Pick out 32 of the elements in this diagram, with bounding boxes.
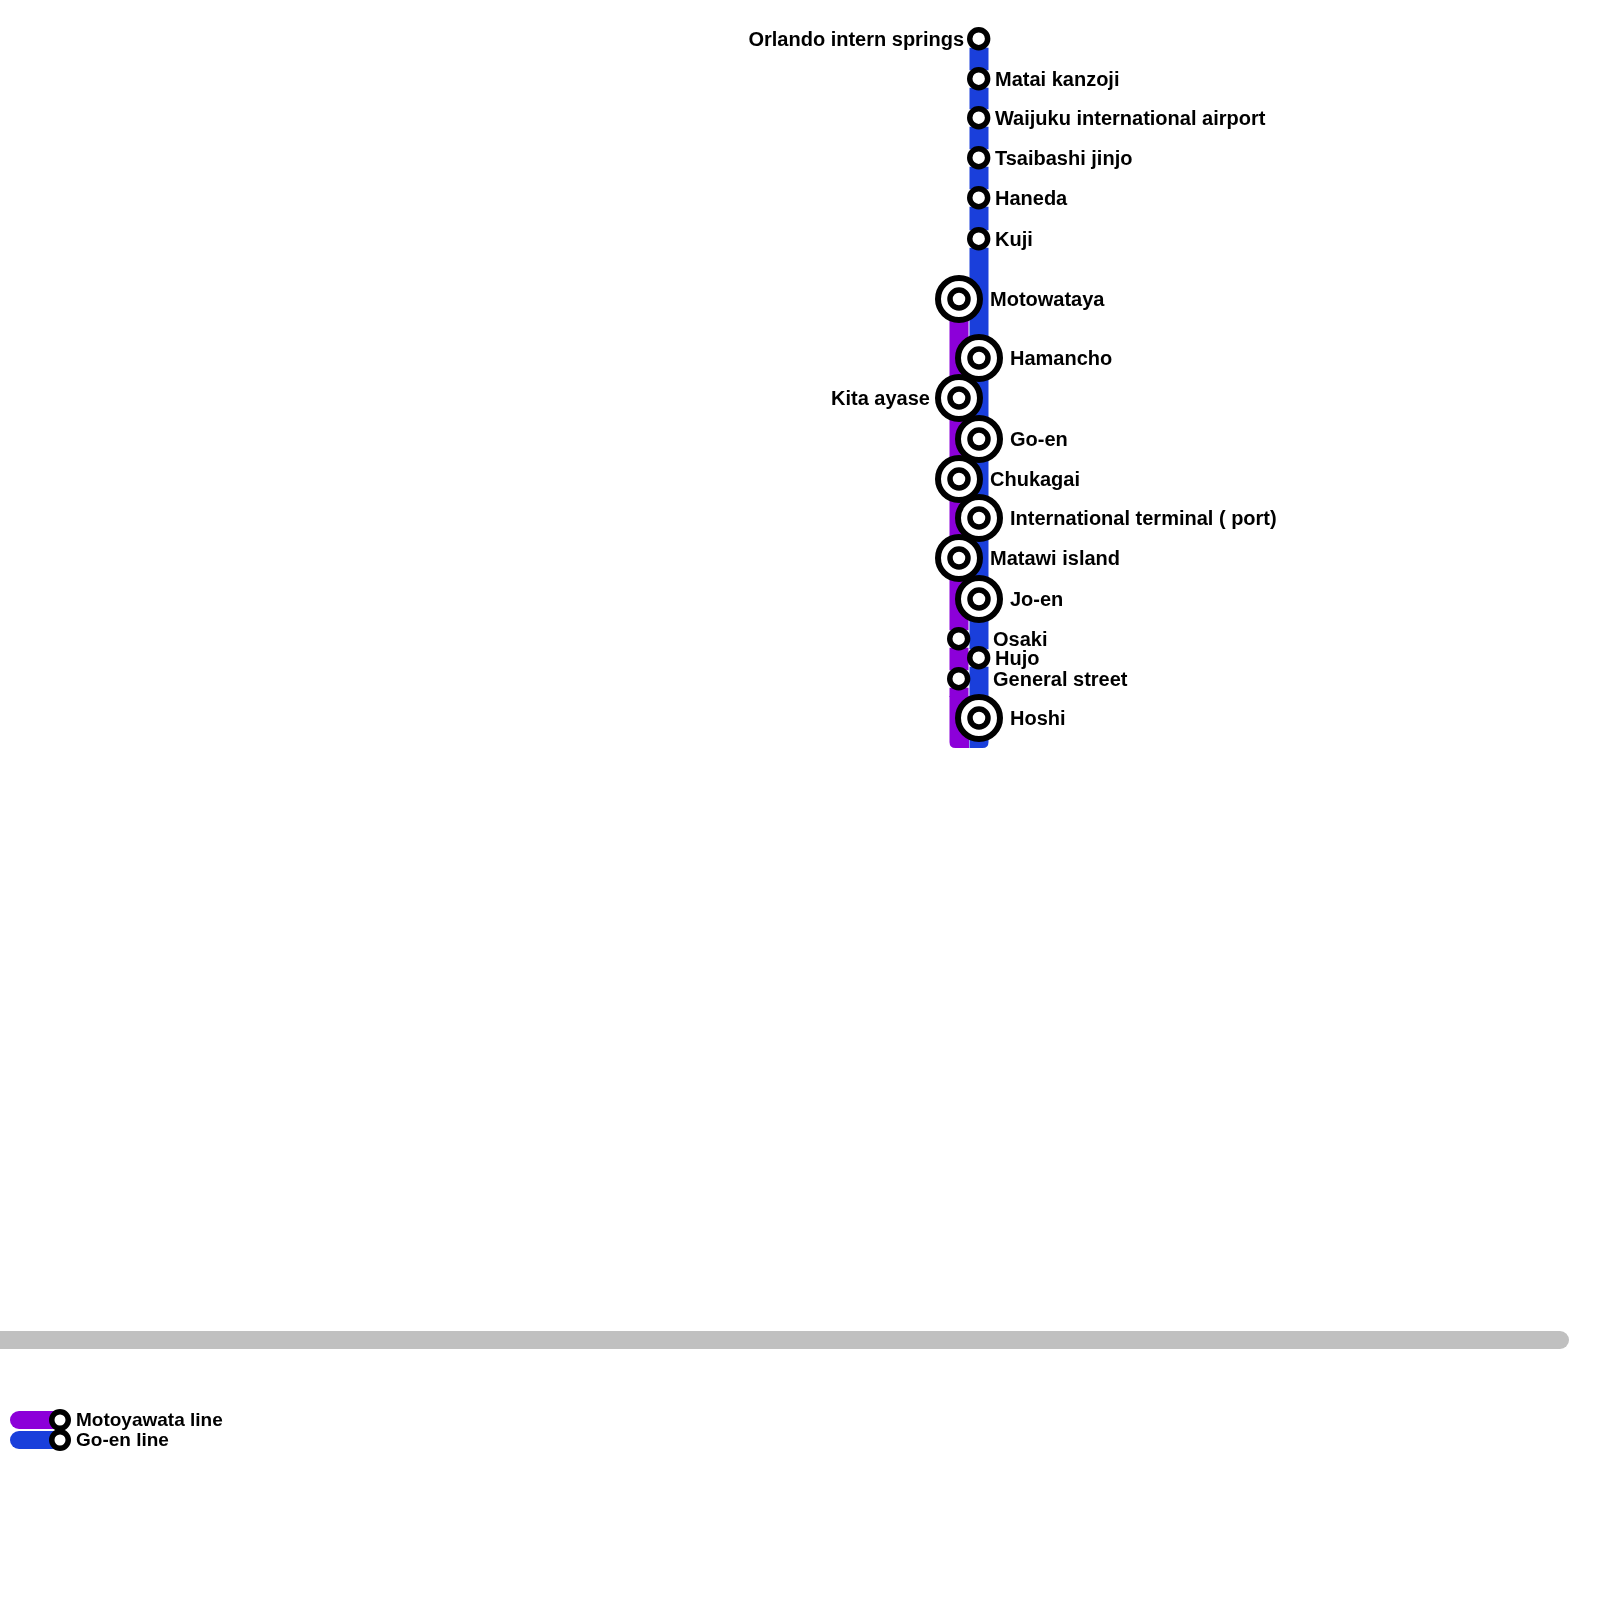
line-segment [969, 87, 989, 110]
station-label: Osaki [993, 629, 1048, 649]
line-segment [949, 320, 969, 377]
line-segment [969, 247, 989, 337]
line-segment [969, 206, 989, 231]
line-segment [969, 666, 989, 697]
station-label: Orlando intern springs [748, 29, 964, 49]
station-label: Kuji [995, 229, 1033, 249]
line-segment [969, 126, 989, 150]
station-label: International terminal ( port) [1010, 508, 1277, 528]
station-label: Jo-en [1010, 589, 1064, 609]
line-segment [969, 620, 989, 650]
station-label: Hamancho [1010, 348, 1113, 368]
line-segment [969, 47, 989, 71]
station-label: Chukagai [990, 469, 1081, 489]
station-label: Matawi island [990, 548, 1121, 568]
station-label: Waijuku international airport [995, 108, 1266, 128]
divider-bar [0, 1331, 1569, 1349]
station-label: Matai kanzoji [995, 69, 1120, 89]
line-segment [949, 579, 969, 631]
legend-label: Motoyawata line [76, 1410, 223, 1430]
legend-label: Go-en line [76, 1430, 169, 1450]
station-label: General street [993, 669, 1128, 689]
station-label: Tsaibashi jinjo [995, 148, 1133, 168]
station-label: Kita ayase [831, 388, 930, 408]
station-label: Hujo [995, 648, 1040, 668]
station-label: Go-en [1010, 429, 1068, 449]
line-segment [969, 166, 989, 190]
station-label: Haneda [995, 188, 1068, 208]
line-segment [949, 647, 969, 671]
station-label: Motowataya [990, 289, 1105, 309]
station-label: Hoshi [1010, 708, 1066, 728]
